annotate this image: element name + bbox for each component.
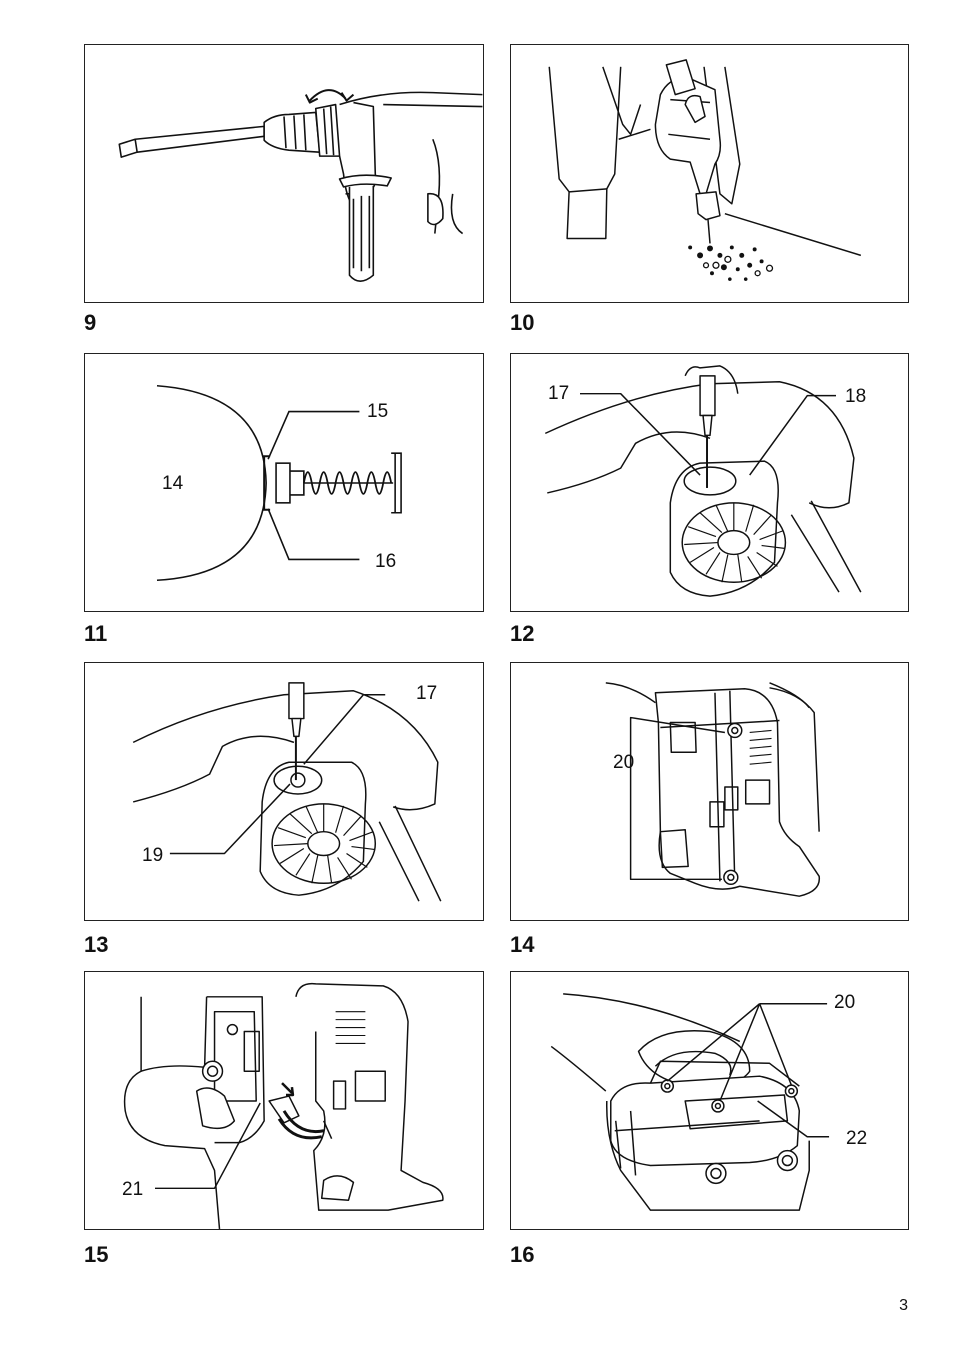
figure-9-panel: [84, 44, 484, 303]
page-number: 3: [899, 1297, 908, 1315]
figure-11-panel: [84, 353, 484, 612]
figure-15-illustration: [85, 972, 483, 1229]
callout-label: 16: [375, 552, 396, 571]
figure-10-panel: [510, 44, 909, 303]
figure-14-illustration: [511, 663, 908, 920]
callout-label: 19: [142, 846, 163, 865]
callout-label: 20: [834, 993, 855, 1012]
figure-11-illustration: [85, 354, 483, 611]
figure-number: 9: [84, 310, 96, 336]
callout-label: 15: [367, 402, 388, 421]
callout-label: 14: [162, 474, 183, 493]
callout-label: 17: [548, 384, 569, 403]
callout-label: 21: [122, 1180, 143, 1199]
figure-number: 11: [84, 621, 107, 647]
figure-14-panel: [510, 662, 909, 921]
callout-label: 22: [846, 1129, 867, 1148]
figure-number: 14: [510, 932, 534, 958]
callout-label: 18: [845, 387, 866, 406]
figure-number: 13: [84, 932, 108, 958]
figure-10-illustration: [511, 45, 908, 302]
figure-number: 16: [510, 1242, 534, 1268]
figure-number: 15: [84, 1242, 108, 1268]
figure-9-illustration: [85, 45, 483, 302]
callout-label: 17: [416, 684, 437, 703]
figure-15-panel: [84, 971, 484, 1230]
figure-number: 10: [510, 310, 534, 336]
figure-number: 12: [510, 621, 534, 647]
callout-label: 20: [613, 753, 634, 772]
